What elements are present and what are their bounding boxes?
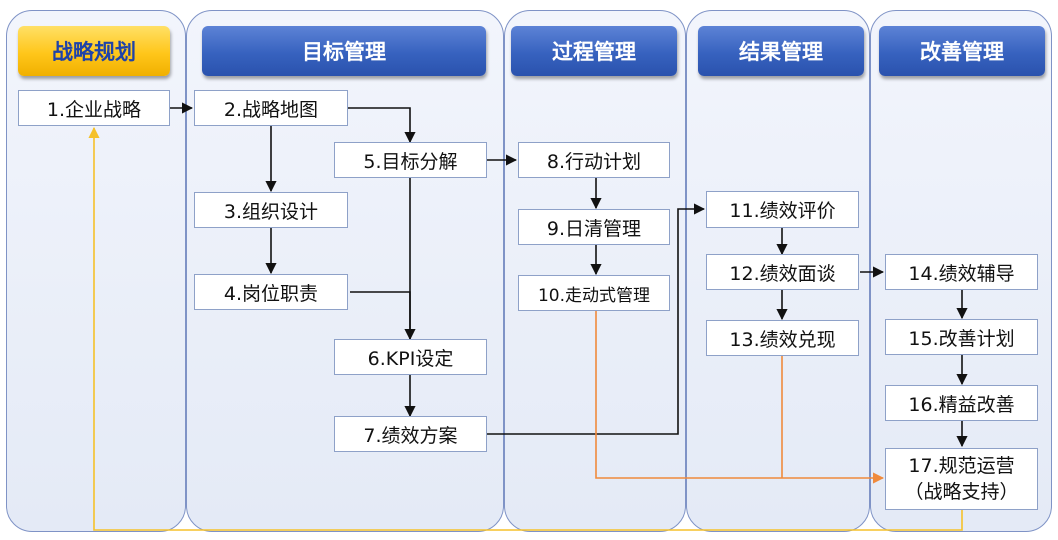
node-4-job-duties: 4.岗位职责 — [194, 274, 348, 310]
node-2-strategy-map: 2.战略地图 — [194, 90, 348, 126]
header-process: 过程管理 — [511, 26, 677, 76]
node-10-walkabout-management: 10.走动式管理 — [518, 275, 670, 311]
header-goal: 目标管理 — [202, 26, 486, 76]
node-17-line2: （战略支持） — [904, 481, 1019, 503]
header-improve: 改善管理 — [879, 26, 1045, 76]
node-17-standard-operation: 17.规范运营 （战略支持） — [885, 448, 1038, 510]
node-3-org-design: 3.组织设计 — [194, 192, 348, 228]
node-17-line1: 17.规范运营 — [908, 455, 1015, 477]
node-11-performance-evaluation: 11.绩效评价 — [706, 191, 859, 228]
lane-process — [504, 10, 686, 532]
node-15-improvement-plan: 15.改善计划 — [885, 319, 1038, 355]
node-12-performance-interview: 12.绩效面谈 — [706, 254, 859, 290]
header-result: 结果管理 — [698, 26, 864, 76]
header-strategy: 战略规划 — [18, 26, 170, 76]
lane-strategy — [6, 10, 186, 532]
lane-goal — [186, 10, 504, 532]
node-14-performance-coaching: 14.绩效辅导 — [885, 254, 1038, 290]
node-13-performance-payout: 13.绩效兑现 — [706, 320, 859, 356]
node-8-action-plan: 8.行动计划 — [518, 142, 670, 178]
node-16-lean-improvement: 16.精益改善 — [885, 385, 1038, 421]
node-1-enterprise-strategy: 1.企业战略 — [18, 90, 170, 126]
node-6-kpi-setting: 6.KPI设定 — [334, 339, 487, 375]
node-7-performance-plan: 7.绩效方案 — [334, 416, 487, 452]
node-9-daily-management: 9.日清管理 — [518, 209, 670, 245]
node-5-goal-breakdown: 5.目标分解 — [334, 142, 487, 178]
